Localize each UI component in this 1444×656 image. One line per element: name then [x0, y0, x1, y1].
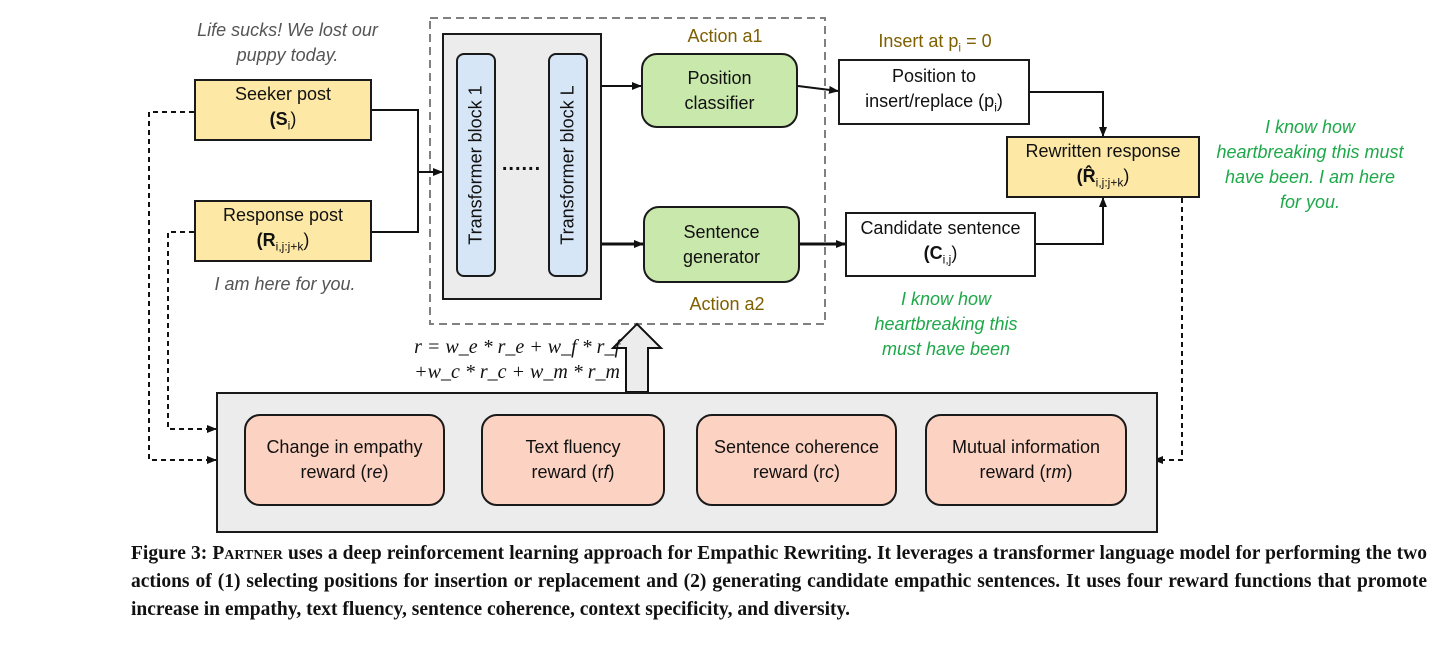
- reward-empathy-box: Change in empathy reward (re): [244, 414, 445, 506]
- response-post-label: Response post: [222, 204, 344, 225]
- candidate-to-rewritten-arrow: [1036, 197, 1107, 245]
- seeker-post-symbol: (Si): [269, 108, 297, 133]
- rewritten-response-box: Rewritten response (R̂i,j:j+k): [1006, 136, 1200, 198]
- reward-formula: r = w_e * r_e + w_f * r_f +w_c * r_c + w…: [380, 335, 620, 385]
- reward-formula-line1: r = w_e * r_e + w_f * r_f: [414, 336, 620, 358]
- response-to-rewards-dashed: [167, 231, 217, 433]
- position-output-box: Position to insert/replace (pi): [838, 59, 1030, 125]
- seeker-post-label: Seeker post: [234, 83, 332, 104]
- transformer-block-L: Transformer block L: [548, 53, 588, 277]
- reward-fluency-box: Text fluency reward (rf): [481, 414, 665, 506]
- position-to-rewritten-arrow: [1030, 91, 1107, 137]
- seeker-to-rewards-dashed: [148, 111, 217, 464]
- transformer-stack: Transformer block 1 ...... Transformer b…: [442, 33, 602, 300]
- figure-caption: Figure 3: Partner uses a deep reinforcem…: [131, 543, 1427, 620]
- action-a2-label: Action a2: [689, 294, 765, 314]
- seeker-to-transformer-line: [372, 109, 419, 172]
- transformer-block-1: Transformer block 1: [456, 53, 496, 277]
- response-to-transformer-line: [372, 172, 419, 233]
- seeker-example-text: Life sucks! We lost our puppy today.: [197, 20, 378, 65]
- seeker-post-box: Seeker post (Si): [194, 79, 372, 141]
- reward-mutual-info-box: Mutual information reward (rm): [925, 414, 1127, 506]
- classifier-to-position-arrow: [797, 85, 839, 94]
- transformer-dots: ......: [501, 153, 542, 175]
- action-a1-label: Action a1: [687, 26, 763, 46]
- candidate-sentence-box: Candidate sentence (Ci,j): [845, 212, 1036, 277]
- rewritten-to-rewards-dashed: [1153, 198, 1183, 464]
- insert-position-label: Insert at pi = 0: [878, 31, 992, 55]
- reward-formula-line2: +w_c * r_c + w_m * r_m: [414, 361, 620, 383]
- response-post-box: Response post (Ri,j:j+k): [194, 200, 372, 262]
- candidate-example-text: I know how heartbreaking this must have …: [874, 289, 1018, 359]
- system-name: Partner: [212, 543, 283, 564]
- response-post-symbol: (Ri,j:j+k): [256, 229, 310, 254]
- rewritten-example-text: I know how heartbreaking this must have …: [1216, 117, 1404, 212]
- response-example-text: I am here for you.: [214, 274, 356, 294]
- sentence-generator-box: Sentence generator: [643, 206, 800, 283]
- position-classifier-box: Position classifier: [641, 53, 798, 128]
- reward-coherence-box: Sentence coherence reward (rc): [696, 414, 897, 506]
- reward-feedback-up-arrow: [610, 322, 664, 393]
- diagram-connectors: [148, 17, 1183, 464]
